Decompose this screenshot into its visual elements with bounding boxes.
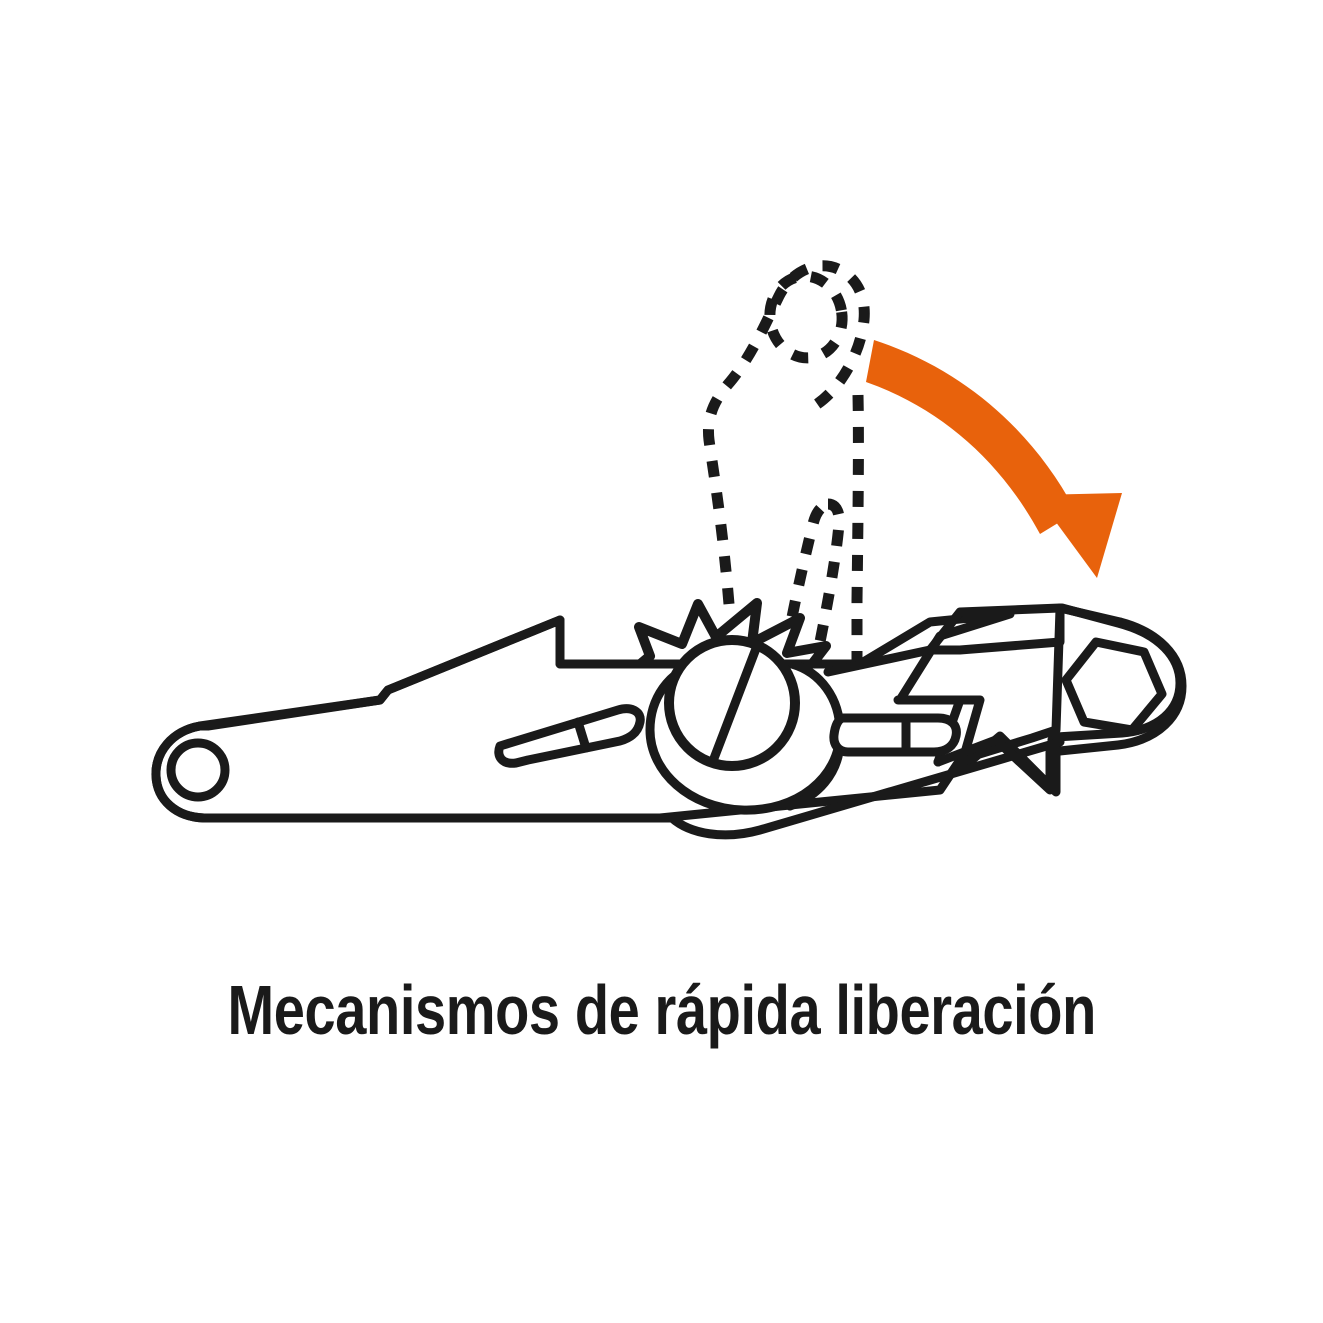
caption-text: Mecanismos de rápida liberación: [227, 971, 1096, 1049]
caption-area: Mecanismos de rápida liberación: [0, 975, 1323, 1045]
release-pawl-ghost-right: [812, 498, 845, 654]
motion-arrow-head: [1036, 493, 1122, 578]
lever-ghost-outline: [702, 260, 870, 605]
left-pin-slot-outline: [494, 704, 645, 768]
left-pin-slot-divider: [573, 717, 591, 753]
release-pawl-ghost: [780, 498, 845, 654]
left-pin-slot: [494, 704, 645, 768]
tool-body-upper-edge: [195, 615, 705, 731]
handle-pivot-hole: [166, 738, 230, 802]
lever-ghost-loop-ring: [764, 270, 848, 364]
motion-arrow-shaft: [866, 340, 1076, 534]
handle-left-end: [151, 721, 209, 823]
right-arm-step: [925, 603, 1065, 655]
right-pin-slot-outline: [829, 713, 961, 757]
lever-ghost-right-edge: [851, 394, 864, 664]
motion-arrow: [866, 340, 1122, 578]
right-arm-upper-edge: [823, 603, 1125, 677]
screw-slot-line: [708, 641, 762, 766]
quick-release-lever-ghost: [702, 260, 870, 664]
lower-jaw-overlap: [667, 737, 1065, 840]
right-pin-slot: [829, 713, 961, 757]
hex-wrench-head-outline: [933, 617, 1187, 795]
release-pawl-ghost-left: [780, 498, 830, 650]
hex-opening: [1061, 637, 1167, 735]
